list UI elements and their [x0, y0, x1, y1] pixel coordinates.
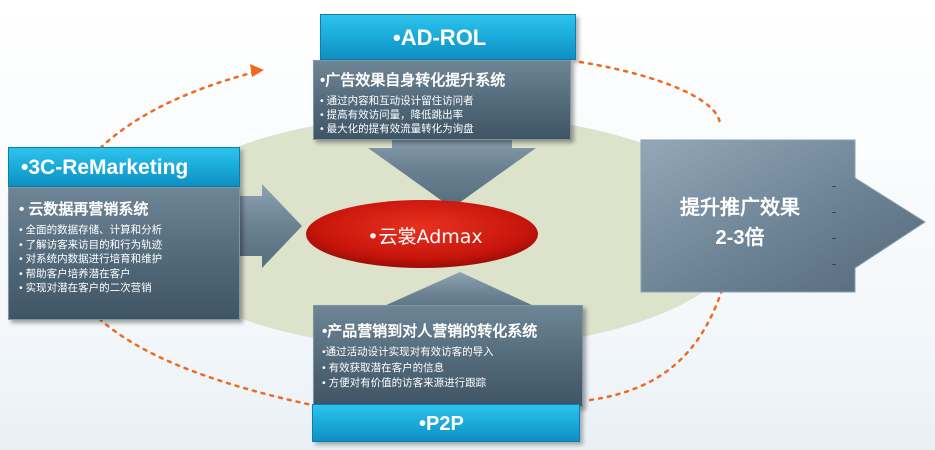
- ad-rol-item: • 通过内容和互动设计留住访问者: [320, 95, 474, 107]
- ad-rol-header: •AD-ROL: [320, 14, 576, 60]
- ad-rol-item: • 最大化的提有效流量转化为询盘: [320, 123, 474, 135]
- right-arrow: [238, 184, 302, 268]
- remarketing-header: •3C-ReMarketing: [8, 147, 240, 187]
- p2p-item: •通过活动设计实现对有效访客的导入: [322, 346, 494, 358]
- p2p-panel: •产品营销到对人营销的转化系统 •通过活动设计实现对有效访客的导入 • 有效获取…: [313, 305, 583, 407]
- tick-mark: [832, 264, 836, 265]
- center-ellipse: [306, 200, 538, 268]
- remarketing-item: • 实现对潜在客户的二次营销: [19, 282, 152, 294]
- ad-rol-item: • 提高有效访问量，降低跳出率: [320, 109, 464, 121]
- cycle-path-bottom-right: [588, 288, 724, 402]
- cycle-arrowhead: [250, 64, 264, 77]
- remarketing-title: • 云数据再营销系统: [19, 201, 149, 218]
- tick-mark: [832, 212, 836, 213]
- tick-mark: [832, 238, 836, 239]
- remarketing-item: • 帮助客户培养潜在客户: [19, 267, 131, 280]
- p2p-item: • 方便对有价值的访客来源进行跟踪: [322, 377, 487, 389]
- down-arrow: [368, 130, 536, 208]
- tick-mark: [832, 186, 836, 187]
- p2p-title: •产品营销到对人营销的转化系统: [322, 323, 538, 340]
- cycle-path-right: [578, 60, 722, 127]
- ad-rol-title: •广告效果自身转化提升系统: [320, 72, 506, 89]
- center-label: •云裳Admax: [367, 226, 483, 248]
- result-label: 提升推广效果 2-3倍: [650, 193, 830, 253]
- remarketing-item: • 了解访客来访目的和行为轨迹: [19, 238, 163, 251]
- result-line-2: 2-3倍: [715, 227, 765, 249]
- p2p-header: •P2P: [312, 404, 580, 442]
- result-line-1: 提升推广效果: [680, 197, 800, 219]
- remarketing-item: • 全面的数据存储、计算和分析: [19, 224, 163, 236]
- remarketing-panel: • 云数据再营销系统 • 全面的数据存储、计算和分析 • 了解访客来访目的和行为…: [8, 187, 240, 320]
- p2p-item: • 有效获取潜在客户的信息: [322, 361, 445, 374]
- result-arrow: [640, 139, 926, 293]
- remarketing-item: • 对系统内数据进行培育和维护: [19, 253, 163, 265]
- ad-rol-panel: •广告效果自身转化提升系统 • 通过内容和互动设计留住访问者 • 提高有效访问量…: [313, 60, 571, 140]
